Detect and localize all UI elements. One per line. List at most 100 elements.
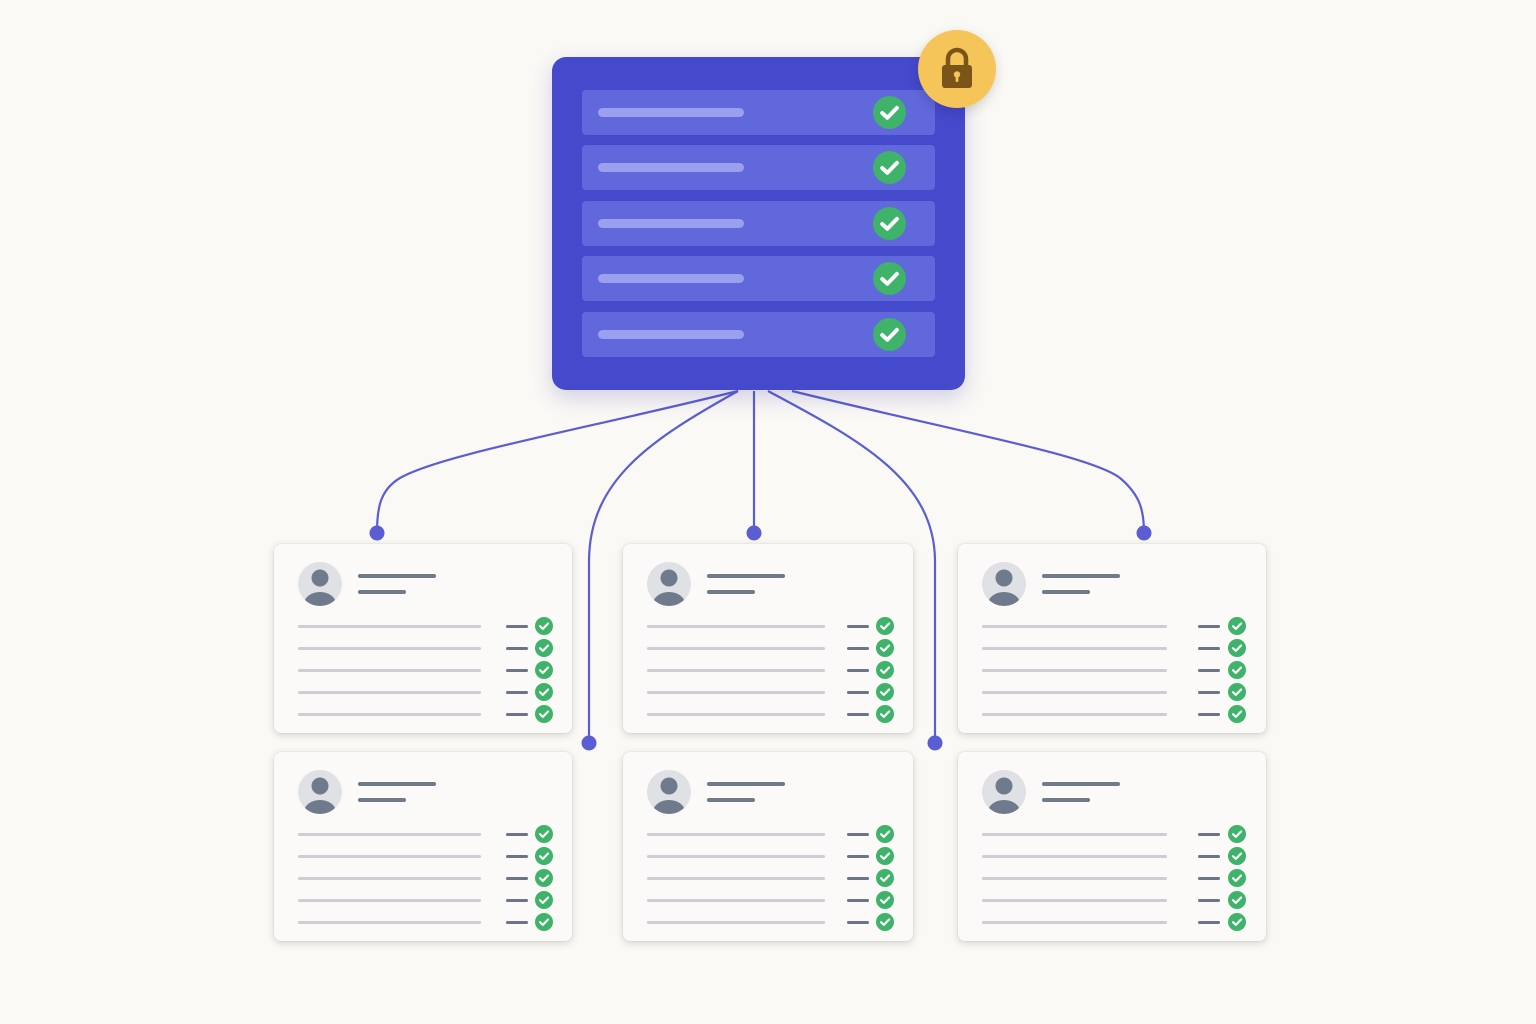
card-item-line bbox=[298, 691, 481, 694]
check-circle-icon bbox=[1228, 869, 1246, 887]
check-circle-icon bbox=[1228, 683, 1246, 701]
check-circle-icon bbox=[535, 825, 553, 843]
check-circle-icon bbox=[873, 207, 906, 240]
card-name-line bbox=[358, 574, 436, 578]
card-item-dash bbox=[847, 647, 869, 650]
master-row bbox=[582, 145, 935, 190]
card-item-dash bbox=[506, 713, 528, 716]
card-item-line bbox=[647, 877, 825, 880]
card-item-line bbox=[647, 855, 825, 858]
card-item-line bbox=[647, 899, 825, 902]
check-circle-icon bbox=[535, 891, 553, 909]
check-circle-icon bbox=[535, 705, 553, 723]
card-item-dash bbox=[506, 855, 528, 858]
card-item-line bbox=[298, 713, 481, 716]
check-circle-icon bbox=[535, 913, 553, 931]
card-item-dash bbox=[847, 877, 869, 880]
check-circle-icon bbox=[1228, 661, 1246, 679]
card-name-line bbox=[1042, 574, 1120, 578]
check-circle-icon bbox=[876, 869, 894, 887]
check-circle-icon bbox=[873, 151, 906, 184]
check-circle-icon bbox=[1228, 639, 1246, 657]
card-item-line bbox=[647, 833, 825, 836]
card-item-dash bbox=[506, 669, 528, 672]
connector-node bbox=[581, 735, 597, 751]
card-item-line bbox=[298, 899, 481, 902]
master-panel bbox=[552, 57, 965, 390]
card-item-dash bbox=[847, 669, 869, 672]
card-item-line bbox=[298, 833, 481, 836]
card-item-dash bbox=[847, 921, 869, 924]
check-circle-icon bbox=[535, 661, 553, 679]
card-item-line bbox=[982, 833, 1167, 836]
check-circle-icon bbox=[1228, 825, 1246, 843]
card-item-line bbox=[982, 899, 1167, 902]
master-row-bar bbox=[598, 108, 744, 117]
card-item-line bbox=[982, 877, 1167, 880]
master-row bbox=[582, 312, 935, 357]
user-avatar-icon bbox=[298, 770, 342, 814]
user-avatar-icon bbox=[298, 562, 342, 606]
lock-icon bbox=[942, 47, 972, 88]
card-item-line bbox=[298, 877, 481, 880]
check-circle-icon bbox=[876, 661, 894, 679]
check-circle-icon bbox=[873, 262, 906, 295]
check-circle-icon bbox=[1228, 705, 1246, 723]
card-item-line bbox=[298, 921, 481, 924]
master-row-bar bbox=[598, 163, 744, 172]
user-avatar-icon bbox=[647, 770, 691, 814]
card-item-dash bbox=[847, 855, 869, 858]
check-circle-icon bbox=[535, 617, 553, 635]
card-item-line bbox=[647, 713, 825, 716]
check-circle-icon bbox=[876, 639, 894, 657]
card-item-dash bbox=[1198, 713, 1220, 716]
card-item-dash bbox=[1198, 877, 1220, 880]
connector-node bbox=[746, 525, 762, 541]
master-row bbox=[582, 201, 935, 246]
card-item-dash bbox=[506, 691, 528, 694]
connector-line bbox=[767, 390, 937, 743]
card-item-dash bbox=[1198, 625, 1220, 628]
check-circle-icon bbox=[876, 891, 894, 909]
card-item-line bbox=[647, 625, 825, 628]
card-name-line bbox=[707, 782, 785, 786]
card-subtitle-line bbox=[358, 798, 406, 802]
card-item-dash bbox=[1198, 669, 1220, 672]
master-row-bar bbox=[598, 274, 744, 283]
card-item-line bbox=[982, 669, 1167, 672]
card-item-line bbox=[647, 921, 825, 924]
card-item-dash bbox=[847, 625, 869, 628]
card-item-line bbox=[982, 647, 1167, 650]
connector-line bbox=[587, 390, 739, 743]
check-circle-icon bbox=[873, 96, 906, 129]
check-circle-icon bbox=[535, 869, 553, 887]
card-item-line bbox=[982, 855, 1167, 858]
card-subtitle-line bbox=[707, 798, 755, 802]
user-avatar-icon bbox=[647, 562, 691, 606]
card-item-line bbox=[647, 669, 825, 672]
card-item-dash bbox=[506, 921, 528, 924]
card-item-line bbox=[982, 921, 1167, 924]
card-item-dash bbox=[506, 899, 528, 902]
lock-badge bbox=[918, 30, 996, 108]
user-avatar-icon bbox=[982, 770, 1026, 814]
card-item-dash bbox=[847, 899, 869, 902]
card-subtitle-line bbox=[1042, 798, 1090, 802]
check-circle-icon bbox=[1228, 891, 1246, 909]
user-card bbox=[958, 544, 1266, 733]
check-circle-icon bbox=[1228, 617, 1246, 635]
card-item-dash bbox=[847, 833, 869, 836]
master-row bbox=[582, 256, 935, 301]
master-row-bar bbox=[598, 219, 744, 228]
check-circle-icon bbox=[876, 683, 894, 701]
card-subtitle-line bbox=[358, 590, 406, 594]
card-item-line bbox=[982, 713, 1167, 716]
card-item-dash bbox=[1198, 691, 1220, 694]
connector-line bbox=[375, 389, 739, 534]
card-item-line bbox=[298, 647, 481, 650]
card-item-line bbox=[298, 625, 481, 628]
check-circle-icon bbox=[535, 639, 553, 657]
check-circle-icon bbox=[535, 847, 553, 865]
card-item-dash bbox=[1198, 899, 1220, 902]
